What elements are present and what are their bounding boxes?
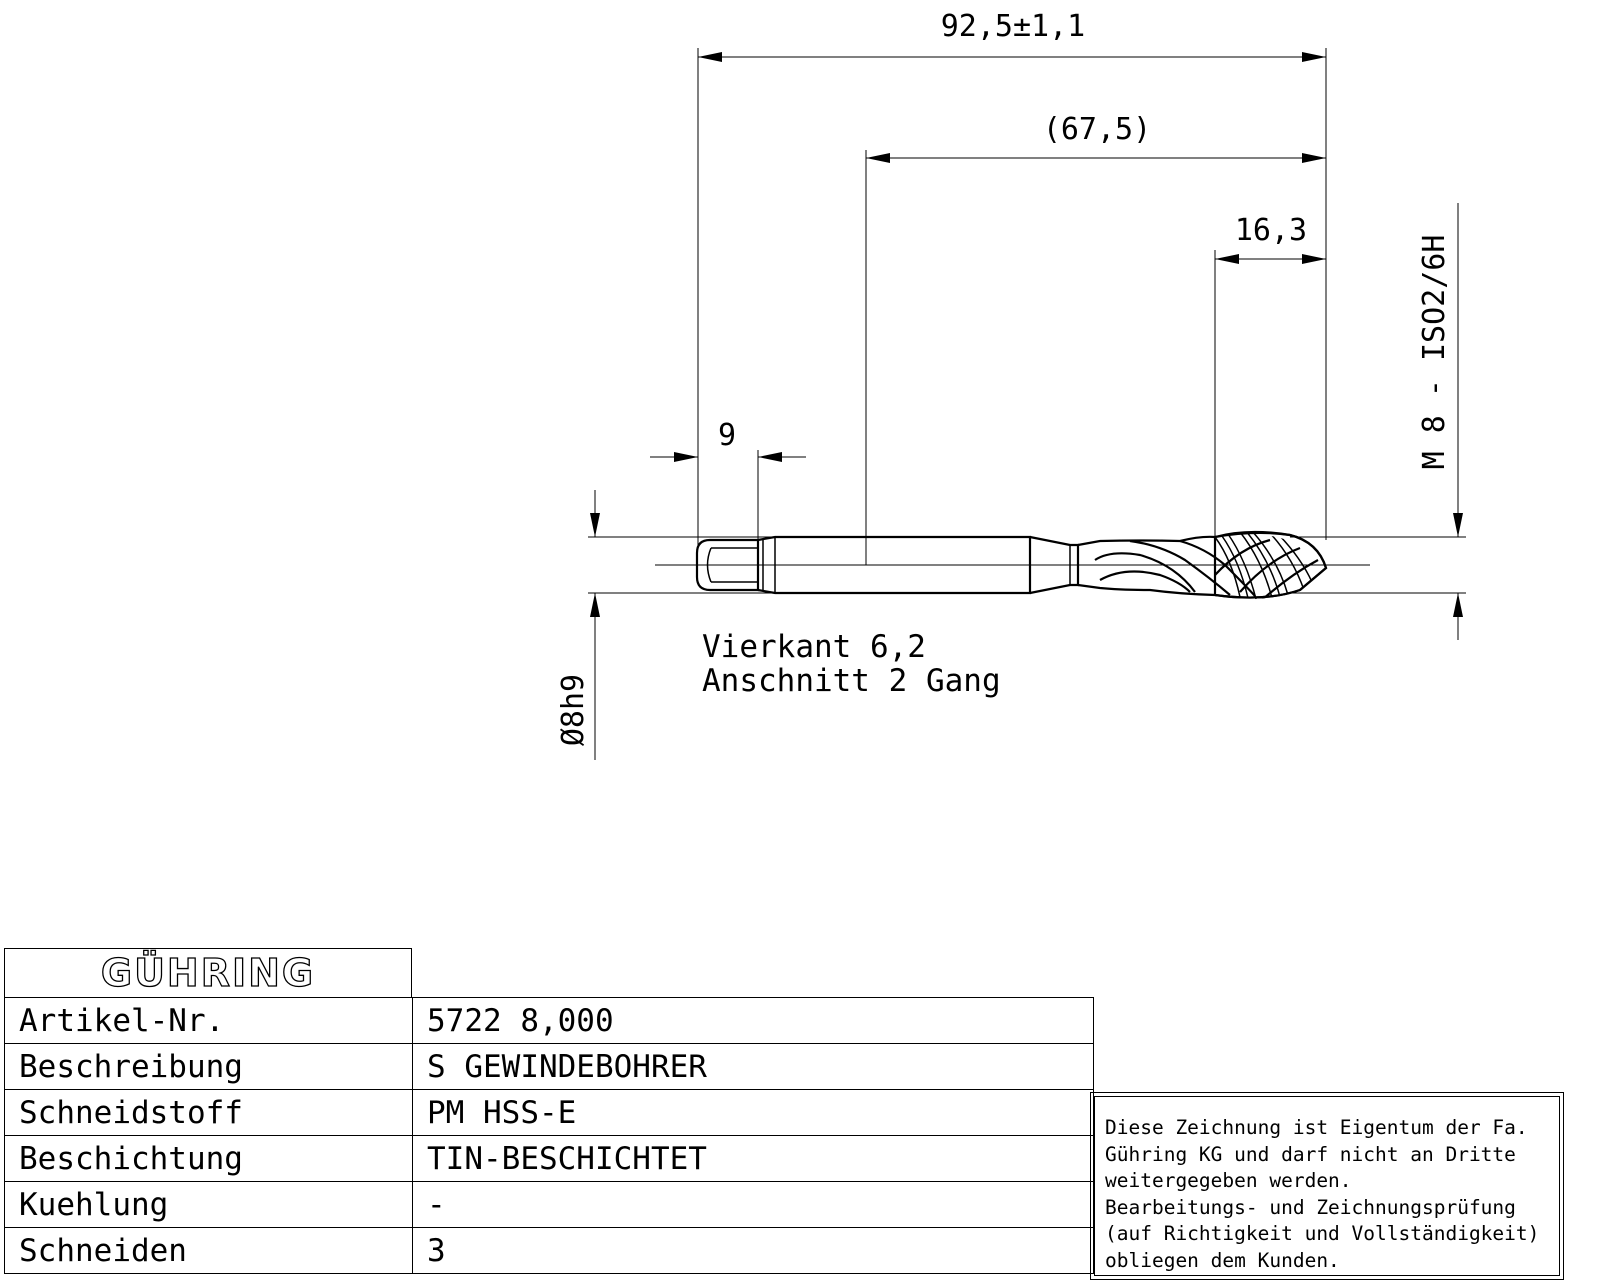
dim-thread-designation-label: M 8 - ISO2/6H bbox=[1417, 235, 1452, 470]
table-row: Schneidstoff PM HSS-E bbox=[4, 1089, 1094, 1136]
row-label-article-number: Artikel-Nr. bbox=[4, 997, 413, 1044]
dim-overall-length-label: 92,5±1,1 bbox=[941, 9, 1086, 44]
dimension-overall-length: 92,5±1,1 bbox=[697, 9, 1327, 545]
dim-thread-length-label: 16,3 bbox=[1235, 213, 1307, 248]
table-row: Beschreibung S GEWINDEBOHRER bbox=[4, 1043, 1094, 1090]
note-chamfer: Anschnitt 2 Gang bbox=[702, 663, 1001, 699]
logo-cell: GÜHRING bbox=[4, 948, 412, 997]
dimension-shank-diameter: Ø8h9 bbox=[556, 490, 800, 760]
row-value-article-number: 5722 8,000 bbox=[412, 997, 1094, 1044]
tap-drawing bbox=[655, 530, 1370, 600]
row-value-cooling: - bbox=[412, 1181, 1094, 1228]
shank bbox=[757, 535, 1032, 595]
title-block-table: Artikel-Nr. 5722 8,000 Beschreibung S GE… bbox=[4, 997, 1094, 1274]
note-square: Vierkant 6,2 bbox=[702, 629, 926, 665]
guehring-logo: GÜHRING bbox=[100, 950, 316, 995]
dimension-square-length: 9 bbox=[650, 418, 806, 590]
thread-zone bbox=[1214, 532, 1319, 600]
table-row: Artikel-Nr. 5722 8,000 bbox=[4, 997, 1094, 1044]
row-label-material: Schneidstoff bbox=[4, 1089, 413, 1136]
row-value-material: PM HSS-E bbox=[412, 1089, 1094, 1136]
row-label-cutting-edges: Schneiden bbox=[4, 1227, 413, 1274]
dimension-thread-length: 16,3 bbox=[1214, 213, 1326, 590]
dimension-shank-to-tip: (67,5) bbox=[865, 112, 1326, 565]
table-row: Beschichtung TIN-BESCHICHTET bbox=[4, 1135, 1094, 1182]
dim-shank-diameter-label: Ø8h9 bbox=[556, 674, 591, 746]
row-label-description: Beschreibung bbox=[4, 1043, 413, 1090]
ownership-notice-box: Diese Zeichnung ist Eigentum der Fa. Güh… bbox=[1090, 1092, 1564, 1280]
flute-line bbox=[1094, 552, 1196, 593]
dim-square-length-label: 9 bbox=[718, 418, 736, 453]
neck bbox=[1029, 535, 1080, 595]
ownership-notice-text: Diese Zeichnung ist Eigentum der Fa. Güh… bbox=[1094, 1096, 1560, 1276]
row-label-coating: Beschichtung bbox=[4, 1135, 413, 1182]
dimension-thread-designation: M 8 - ISO2/6H bbox=[1290, 203, 1466, 640]
row-value-coating: TIN-BESCHICHTET bbox=[412, 1135, 1094, 1182]
square-end bbox=[695, 538, 760, 592]
row-value-description: S GEWINDEBOHRER bbox=[412, 1043, 1094, 1090]
table-row: Kuehlung - bbox=[4, 1181, 1094, 1228]
row-label-cooling: Kuehlung bbox=[4, 1181, 413, 1228]
dim-shank-to-tip-label: (67,5) bbox=[1043, 112, 1151, 147]
table-row: Schneiden 3 bbox=[4, 1227, 1094, 1274]
row-value-cutting-edges: 3 bbox=[412, 1227, 1094, 1274]
